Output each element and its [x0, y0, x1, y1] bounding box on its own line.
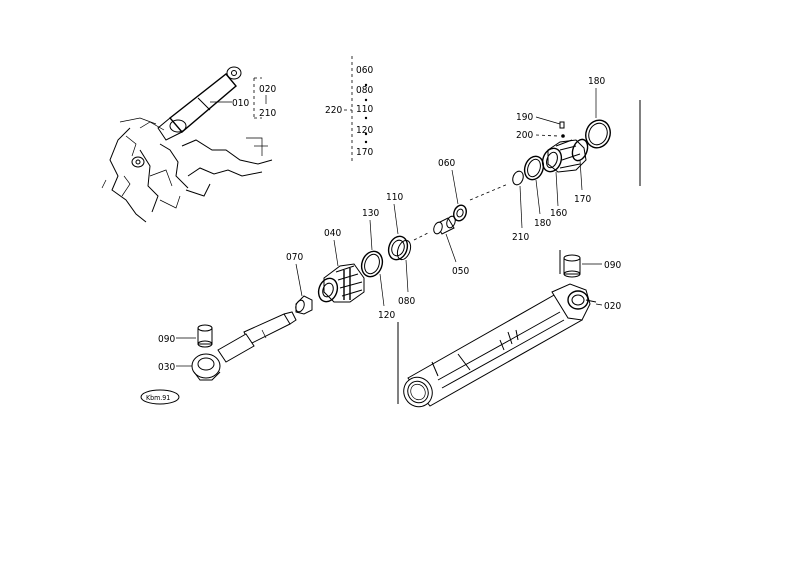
label-170-list: 170 — [356, 147, 373, 158]
leader-120 — [379, 273, 385, 307]
part-040-piston — [317, 263, 365, 303]
label-110: 110 — [386, 192, 403, 203]
stamp-text: Kbm.91 — [146, 394, 170, 402]
part-070-nut — [295, 295, 313, 315]
leader-170 — [579, 159, 583, 191]
label-110-list: 110 — [356, 104, 373, 115]
axis-line-mid — [413, 231, 431, 241]
part-160-piston — [541, 139, 587, 173]
leader-130 — [369, 219, 373, 251]
part-170-ring — [571, 138, 589, 162]
label-070: 070 — [286, 252, 303, 263]
part-190-screw — [559, 121, 565, 129]
part-080-ring — [396, 239, 412, 261]
leader-080 — [405, 259, 409, 293]
kubota-stamp — [140, 389, 180, 405]
label-040: 040 — [324, 228, 341, 239]
part-130-ring — [360, 250, 384, 278]
axis-line-right — [469, 183, 509, 201]
label-060: 060 — [438, 158, 455, 169]
bracket-010 — [253, 77, 262, 119]
part-060-ring — [453, 204, 467, 222]
leader-050 — [445, 233, 457, 263]
leader-180-mid — [535, 179, 541, 215]
label-050: 050 — [452, 266, 469, 277]
leader-160 — [555, 171, 559, 207]
label-090-right: 090 — [604, 260, 621, 271]
leader-040 — [333, 239, 339, 267]
leader-200 — [535, 134, 559, 137]
label-120-list: 120 — [356, 125, 373, 136]
label-180-top: 180 — [588, 76, 605, 87]
label-060-list: 060 — [356, 65, 373, 76]
label-020: 020 — [604, 301, 621, 312]
label-120: 120 — [378, 310, 395, 321]
label-220: 220 — [325, 105, 342, 116]
label-180-mid: 180 — [534, 218, 551, 229]
part-090-right-bushing — [563, 254, 581, 278]
leader-110 — [393, 203, 399, 235]
label-170: 170 — [574, 194, 591, 205]
part-090-left-bushing — [197, 324, 213, 348]
leader-210 — [519, 185, 523, 229]
label-190: 190 — [516, 112, 533, 123]
part-210-ring — [512, 170, 524, 186]
label-200: 200 — [516, 130, 533, 141]
label-030: 030 — [158, 362, 175, 373]
leader-060 — [451, 169, 459, 205]
part-200-ball — [561, 134, 565, 138]
label-210: 210 — [512, 232, 529, 243]
part-020-cylinder-tube — [403, 283, 597, 408]
label-090-left: 090 — [158, 334, 175, 345]
overview-sketch — [101, 66, 273, 223]
label-080-list: 080 — [356, 85, 373, 96]
label-020-ref: 020 — [259, 84, 276, 95]
piston-rod — [191, 311, 297, 381]
label-210-ref: 210 — [259, 108, 276, 119]
leader-020 — [595, 303, 603, 306]
label-160: 160 — [550, 208, 567, 219]
label-080: 080 — [398, 296, 415, 307]
part-180-top-ring — [585, 88, 611, 149]
part-050-bushing — [433, 215, 456, 235]
seal-kit-list — [344, 56, 368, 162]
label-010: 010 — [232, 98, 249, 109]
part-110-ring — [387, 235, 409, 261]
label-130: 130 — [362, 208, 379, 219]
leader-190 — [535, 116, 561, 125]
part-180-mid-ring — [523, 155, 545, 181]
leader-070 — [295, 263, 303, 297]
